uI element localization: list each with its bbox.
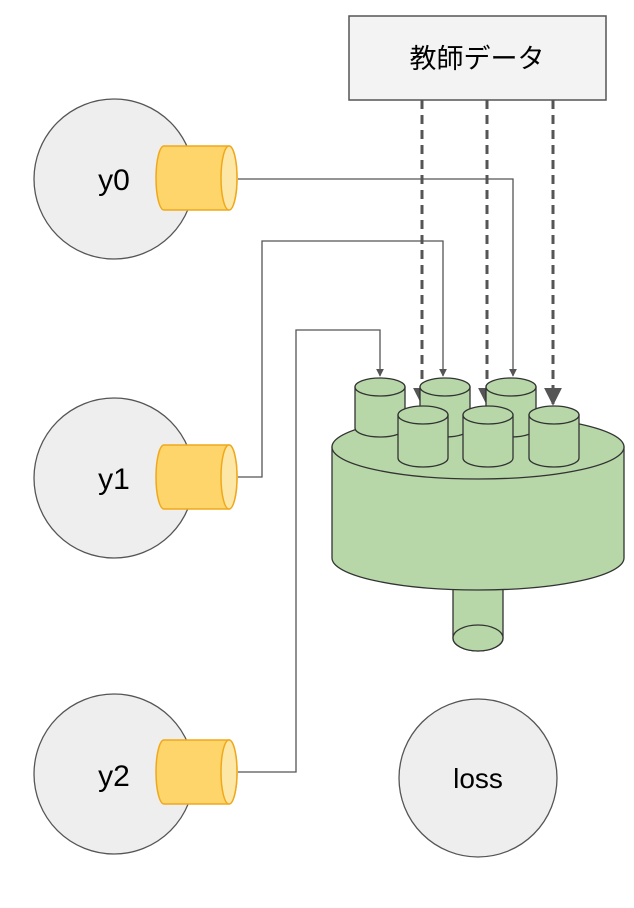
node-y1-label: y1 (98, 463, 130, 496)
output-cylinder-y1 (155, 444, 238, 510)
connector-y2 (238, 329, 384, 773)
teacher-data-label: 教師データ (410, 44, 545, 74)
output-connectors (238, 178, 517, 773)
funnel-input-front-2 (462, 405, 514, 468)
output-cylinder-y2 (155, 739, 238, 805)
teacher-data-box[interactable]: 教師データ (348, 15, 607, 101)
loss-node[interactable]: loss (398, 698, 558, 858)
node-y0[interactable]: y0 (33, 98, 238, 260)
node-y2[interactable]: y2 (33, 693, 238, 855)
funnel-input-front-1 (397, 405, 449, 468)
loss-node-circle (398, 698, 558, 858)
output-cylinder-y0 (155, 145, 238, 211)
node-y0-label: y0 (98, 164, 130, 197)
node-y2-label: y2 (98, 760, 130, 793)
teacher-arrows (413, 100, 562, 406)
connector-y1 (238, 240, 447, 478)
loss-function-funnel[interactable] (331, 377, 625, 652)
loss-node-label: loss (453, 763, 503, 794)
funnel-input-front-3 (528, 405, 580, 468)
connector-y0 (238, 178, 517, 377)
node-y1[interactable]: y1 (33, 397, 238, 559)
funnel-input-back-1 (354, 377, 406, 438)
